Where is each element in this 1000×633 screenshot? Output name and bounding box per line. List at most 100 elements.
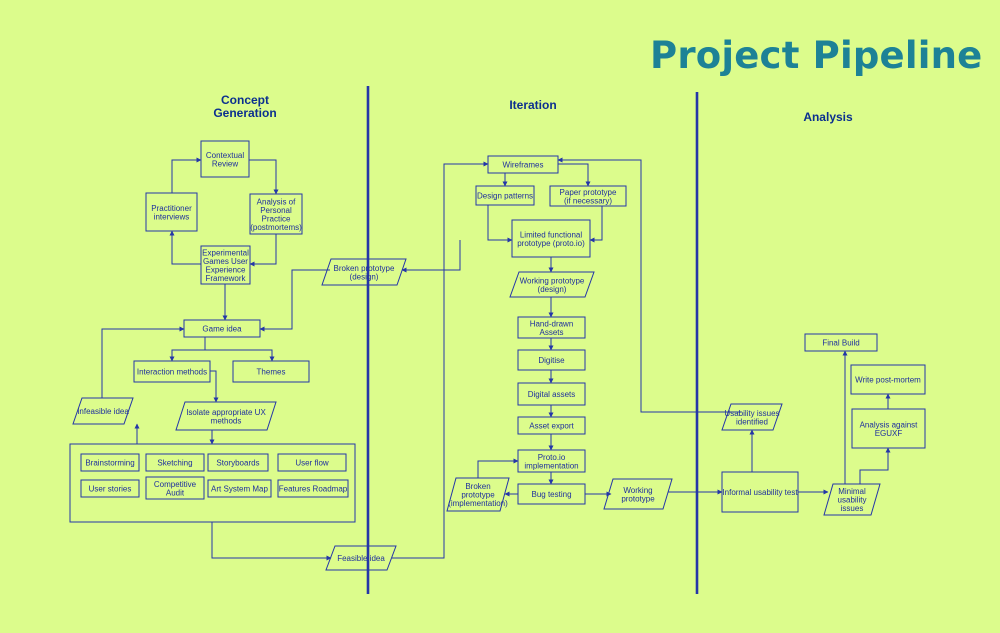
node-label: Contextual: [206, 151, 244, 160]
connector-usability-to-wireframes: [557, 157, 741, 413]
node-label: Asset export: [529, 422, 574, 431]
node-label: Working: [623, 486, 652, 495]
connector-feasible-to-wireframes: [392, 161, 489, 559]
node-label: Digitise: [538, 356, 565, 365]
node-informal-test: Informal usability test: [721, 471, 799, 513]
node-interaction: Interaction methods: [133, 360, 211, 383]
node-digitise: Digitise: [517, 349, 586, 371]
node-label: Minimal: [838, 487, 866, 496]
column-separators: [366, 86, 699, 594]
node-digital-assets: Digital assets: [517, 382, 586, 406]
node-user-flow: User flow: [277, 453, 347, 472]
node-label: Broken: [465, 482, 490, 491]
node-label: Experimental: [202, 248, 249, 257]
node-label: usability: [838, 496, 867, 505]
connector-wireframes-to-paper: [558, 163, 591, 187]
node-label: Bug testing: [531, 490, 571, 499]
node-label: methods: [211, 416, 242, 425]
node-label: Interaction methods: [137, 368, 207, 377]
node-label: prototype (proto.io): [517, 239, 585, 248]
connector-group-to-feasible: [211, 522, 332, 561]
node-label: Digital assets: [528, 390, 576, 399]
node-label: Framework: [205, 274, 246, 283]
connector-wireframes-to-broken: [401, 240, 461, 273]
column-heading-line: Analysis: [803, 110, 853, 124]
page-title: Project Pipeline: [650, 34, 983, 77]
node-infeasible: Infeasible idea: [72, 397, 134, 425]
column-heading-concept: Concept Generation: [195, 94, 295, 120]
node-art-system: Art System Map: [207, 479, 272, 498]
node-label: Competitive: [154, 480, 197, 489]
connector-gameidea-to-themes: [205, 349, 275, 362]
connector-broken-design-to-gameidea: [259, 269, 330, 332]
node-sketching: Sketching: [145, 453, 205, 472]
node-label: Sketching: [157, 459, 192, 468]
node-label: Assets: [539, 328, 563, 337]
node-label: (implementation): [448, 499, 508, 508]
column-heading-line: Iteration: [509, 98, 557, 112]
node-label: Wireframes: [503, 161, 544, 170]
node-brainstorming: Brainstorming: [80, 453, 140, 472]
node-label: Isolate appropriate UX: [186, 408, 266, 417]
node-label: (postmortems): [250, 223, 302, 232]
node-broken-design: Broken prototype(design): [321, 258, 407, 286]
node-label: issues: [841, 504, 864, 513]
node-write-postmortem: Write post-mortem: [850, 364, 926, 395]
node-label: Working prototype: [520, 276, 585, 285]
node-label: Games User: [203, 257, 248, 266]
node-label: (design): [538, 285, 567, 294]
node-paper-proto: Paper prototype(if necessary): [549, 185, 627, 207]
connector-gameidea-to-interaction: [169, 337, 206, 362]
node-label: Hand-drawn: [530, 319, 574, 328]
column-heading-line: Concept: [221, 93, 269, 107]
node-bug-testing: Bug testing: [517, 483, 586, 505]
node-label: Audit: [166, 488, 185, 497]
node-label: prototype: [461, 491, 495, 500]
node-label: Feasible idea: [337, 554, 385, 563]
node-label: Practice: [262, 214, 291, 223]
node-final-build: Final Build: [804, 333, 878, 352]
node-label: Final Build: [822, 339, 859, 348]
node-design-patterns: Design patterns: [475, 185, 535, 206]
node-label: Design patterns: [477, 192, 533, 201]
node-label: User flow: [295, 459, 329, 468]
node-label: identified: [736, 417, 768, 426]
node-label: EGUXF: [875, 429, 903, 438]
connector-minimal-to-eguxf: [859, 447, 891, 484]
connector-patterns-to-limited: [487, 205, 513, 243]
node-label: Proto.io: [538, 453, 566, 462]
node-user-stories: User stories: [80, 479, 140, 498]
connector-paper-to-limited: [589, 206, 603, 243]
node-label: Storyboards: [216, 459, 259, 468]
methods-group-box: [69, 443, 356, 523]
node-storyboards: Storyboards: [207, 453, 269, 472]
node-label: Infeasible idea: [77, 407, 129, 416]
connector-analysis-to-egux: [249, 234, 277, 267]
node-label: Broken prototype: [334, 264, 395, 273]
node-label: (design): [350, 272, 379, 281]
node-label: Usability issues: [724, 409, 779, 418]
node-label: Limited functional: [520, 230, 582, 239]
node-label: Personal: [260, 206, 292, 215]
connector-egux-to-practitioner: [169, 230, 201, 265]
node-themes: Themes: [232, 360, 310, 383]
node-label: Analysis of: [257, 197, 296, 206]
node-label: (if necessary): [564, 196, 612, 205]
column-heading-analysis: Analysis: [778, 111, 878, 124]
node-label: implementation: [524, 461, 578, 470]
connector-brokenimpl-to-protoio: [477, 458, 519, 478]
